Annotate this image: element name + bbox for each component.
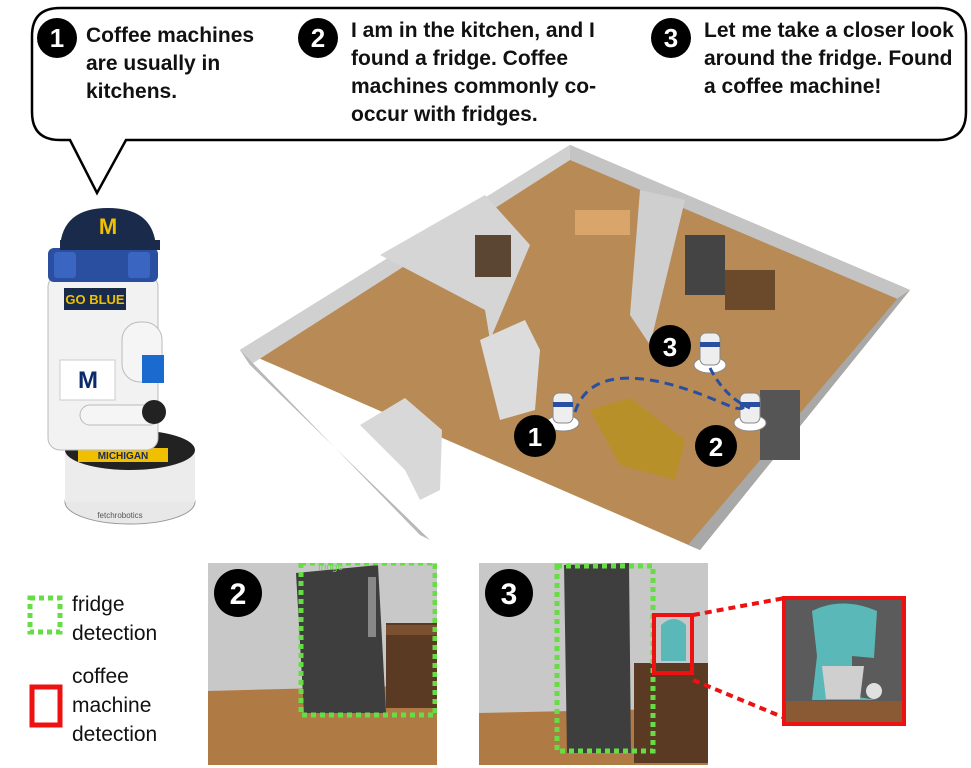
- inner-wall-front: [360, 398, 442, 500]
- legend-swatches: [27, 595, 63, 728]
- map-robot-2: [733, 392, 767, 432]
- fridge-image-2: [564, 563, 631, 753]
- zoom-connectors: [692, 596, 786, 720]
- map-marker-1: 1: [528, 422, 542, 452]
- inner-wall-mid: [480, 320, 540, 420]
- legend-coffee-swatch: [29, 684, 63, 728]
- map-marker-3-circle: [649, 325, 691, 367]
- floor-plan: 1 2 3: [240, 145, 910, 550]
- fridge-detection-label: fridge: [318, 563, 343, 573]
- step-1-text: Coffee machines are usually in kitchens.: [86, 24, 255, 103]
- path-1-to-2: [573, 376, 747, 413]
- map-marker-2-circle: [695, 425, 737, 467]
- frame-3-badge: 3: [501, 578, 518, 611]
- speech-bubble: [30, 6, 968, 196]
- inner-wall-left: [380, 195, 530, 340]
- chest-text: GO BLUE: [65, 292, 125, 307]
- sofa: [590, 398, 685, 480]
- frame-2-view: fridge 2: [208, 563, 437, 765]
- desk: [575, 210, 630, 235]
- legend-fridge-swatch: [27, 595, 63, 635]
- path-2-to-3: [708, 367, 751, 410]
- fetch-robot: MICHIGAN fetchrobotics M GO BLUE M: [47, 208, 196, 525]
- step-2-text: I am in the kitchen, and I found a fridg…: [351, 19, 597, 126]
- step-1-badge: 1: [37, 18, 77, 58]
- map-marker-2: 2: [709, 432, 723, 462]
- brand-text: fetchrobotics: [97, 511, 142, 520]
- map-marker-1-circle: [514, 415, 556, 457]
- fridge-image: [296, 565, 386, 713]
- coffee-zoom-border: [782, 596, 906, 726]
- coffee-machine-image: [661, 619, 686, 661]
- michigan-banner: [78, 448, 168, 462]
- frame-2-badge: 2: [230, 578, 247, 611]
- stove: [760, 390, 800, 460]
- step-2-badge: 2: [298, 18, 338, 58]
- map-robot-1: [546, 392, 580, 432]
- map-marker-3: 3: [663, 332, 677, 362]
- inner-wall-kitchen: [630, 190, 685, 345]
- map-robot-3: [693, 332, 727, 374]
- coffee-zoom-view: [782, 596, 906, 726]
- base-text: MICHIGAN: [98, 451, 149, 462]
- fridge-object: [685, 235, 725, 295]
- legend-coffee-label: coffee machine detection: [72, 665, 158, 746]
- dresser: [475, 235, 511, 277]
- legend-fridge-label: fridge detection: [72, 593, 158, 645]
- frame-3-view: 3: [479, 563, 708, 765]
- body-logo: M: [78, 367, 98, 394]
- step-3-text: Let me take a closer look around the fri…: [704, 19, 954, 98]
- cap-logo: M: [99, 214, 117, 239]
- kitchen-counter: [725, 270, 775, 310]
- coffee-detection-box: [652, 613, 694, 675]
- step-3-badge: 3: [651, 18, 691, 58]
- fridge-detection-box: [298, 563, 437, 718]
- fridge-detection-box-2: [554, 563, 656, 754]
